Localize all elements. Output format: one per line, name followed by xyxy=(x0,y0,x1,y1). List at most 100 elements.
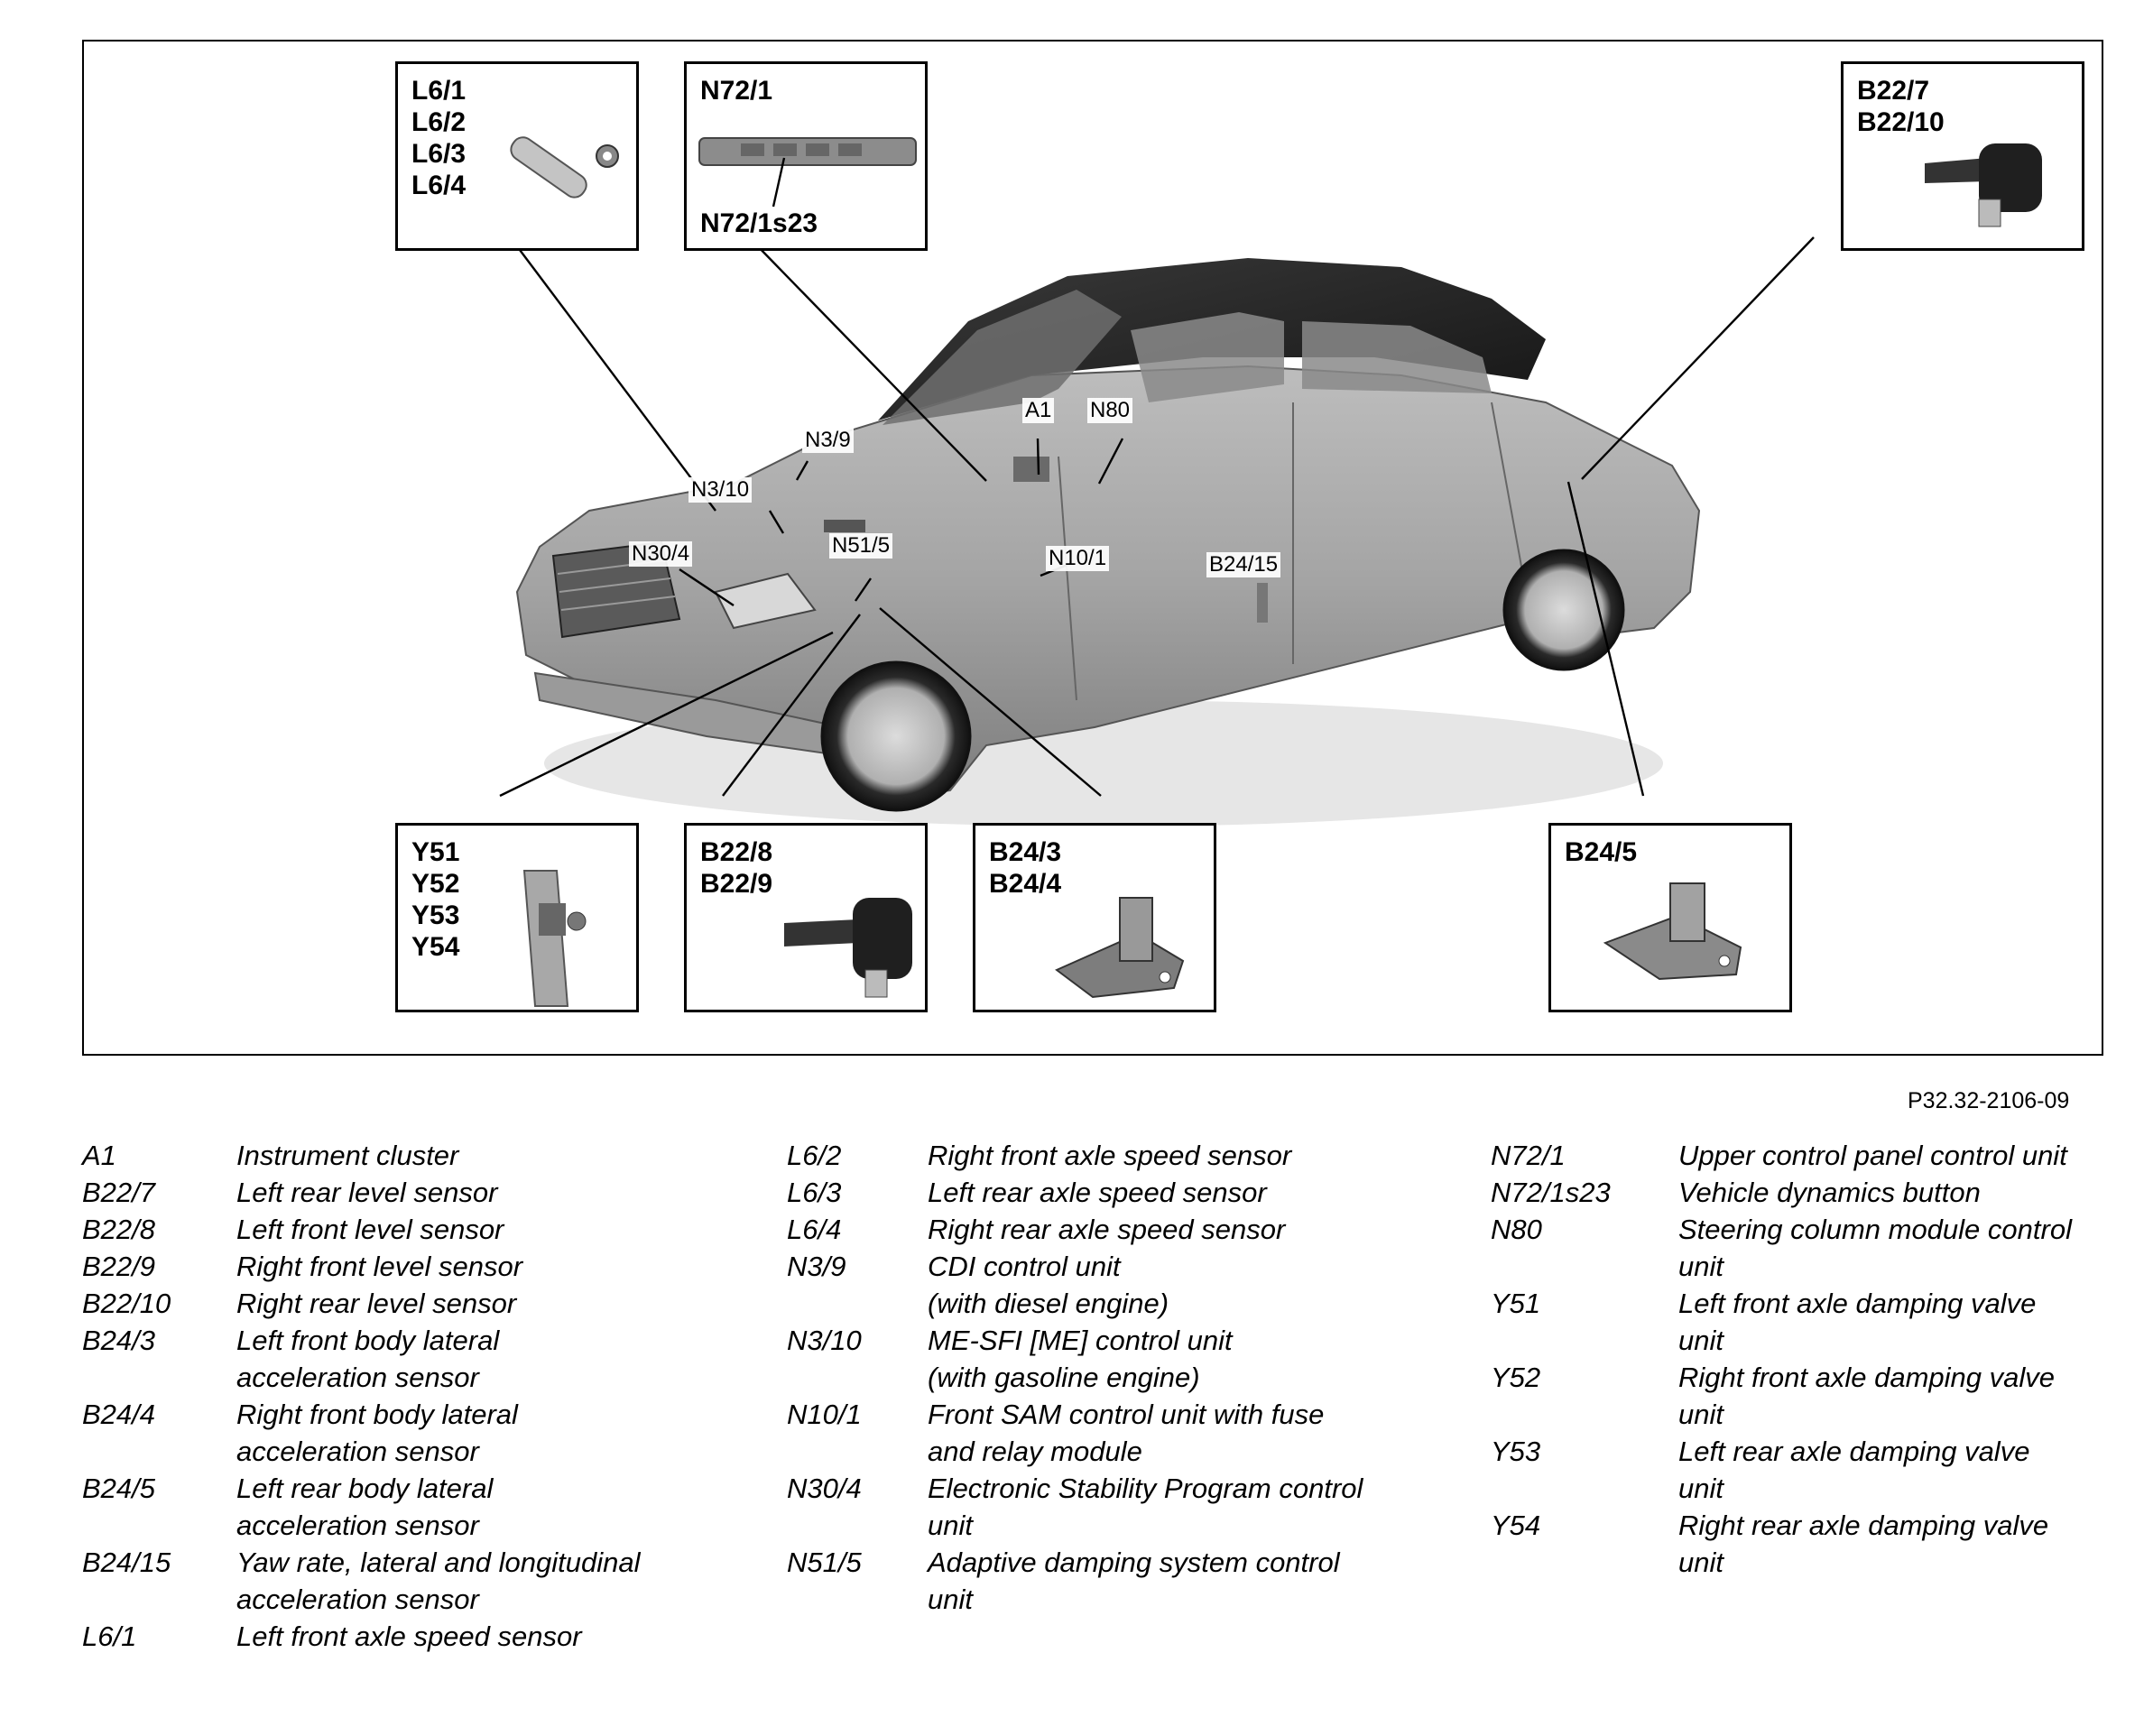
legend-code: Y53 xyxy=(1491,1433,1678,1507)
legend-description-line: unit xyxy=(928,1507,1433,1544)
callout-rear-acceleration-sensor: B24/5 xyxy=(1548,823,1792,1012)
legend-description-line: Right front axle damping valve xyxy=(1678,1359,2112,1396)
legend-code: B22/7 xyxy=(82,1174,236,1211)
legend-description-line: acceleration sensor xyxy=(236,1507,742,1544)
callout-damping-valves: Y51 Y52 Y53 Y54 xyxy=(395,823,639,1012)
legend-code: Y54 xyxy=(1491,1507,1678,1581)
legend-code: B22/9 xyxy=(82,1248,236,1285)
callout-upper-control-panel: N72/1 N72/1s23 xyxy=(684,61,928,251)
legend-description-line: Left rear body lateral xyxy=(236,1470,742,1507)
legend-row: B24/5Left rear body lateralacceleration … xyxy=(82,1470,742,1544)
legend-description-line: (with gasoline engine) xyxy=(928,1359,1433,1396)
label-n3-9: N3/9 xyxy=(802,428,854,453)
legend-code: A1 xyxy=(82,1137,236,1174)
legend-description-line: Right front level sensor xyxy=(236,1248,742,1285)
legend-description-line: unit xyxy=(1678,1322,2112,1359)
legend-code: N72/1 xyxy=(1491,1137,1678,1174)
legend-description-line: Left front axle speed sensor xyxy=(236,1618,742,1655)
legend-description-line: Left front body lateral xyxy=(236,1322,742,1359)
label-b24-15: B24/15 xyxy=(1206,552,1280,577)
legend-description-line: Electronic Stability Program control xyxy=(928,1470,1433,1507)
legend-description-line: and relay module xyxy=(928,1433,1433,1470)
legend-code: B22/8 xyxy=(82,1211,236,1248)
legend-code: N3/9 xyxy=(787,1248,928,1322)
callout-speed-sensors: L6/1 L6/2 L6/3 L6/4 xyxy=(395,61,639,251)
legend-code: L6/1 xyxy=(82,1618,236,1655)
legend-description: Vehicle dynamics button xyxy=(1678,1174,2112,1211)
legend-code: B24/3 xyxy=(82,1322,236,1396)
legend-description-line: Right front axle speed sensor xyxy=(928,1137,1433,1174)
legend-code: Y52 xyxy=(1491,1359,1678,1433)
level-sensor-image xyxy=(1844,64,2087,254)
legend-description-line: Upper control panel control unit xyxy=(1678,1137,2112,1174)
legend-code: B24/5 xyxy=(82,1470,236,1544)
callout-front-level-sensors: B22/8 B22/9 xyxy=(684,823,928,1012)
legend-description: Right front body lateralacceleration sen… xyxy=(236,1396,742,1470)
figure-reference: P32.32-2106-09 xyxy=(1908,1088,2069,1114)
label-n10-1: N10/1 xyxy=(1046,546,1109,571)
legend-description: Right rear level sensor xyxy=(236,1285,742,1322)
legend-row: Y54Right rear axle damping valveunit xyxy=(1491,1507,2112,1581)
legend-description-line: acceleration sensor xyxy=(236,1433,742,1470)
legend-description-line: Front SAM control unit with fuse xyxy=(928,1396,1433,1433)
legend-code: N51/5 xyxy=(787,1544,928,1618)
legend-code: Y51 xyxy=(1491,1285,1678,1359)
legend-description-line: (with diesel engine) xyxy=(928,1285,1433,1322)
legend-description-line: Steering column module control xyxy=(1678,1211,2112,1248)
legend-description: Left rear axle speed sensor xyxy=(928,1174,1433,1211)
legend-code: N72/1s23 xyxy=(1491,1174,1678,1211)
label-n30-4: N30/4 xyxy=(629,541,692,567)
legend-code: N3/10 xyxy=(787,1322,928,1396)
level-sensor-image xyxy=(687,826,930,1015)
legend-code: L6/3 xyxy=(787,1174,928,1211)
legend-description-line: unit xyxy=(928,1581,1433,1618)
legend-description: Left rear level sensor xyxy=(236,1174,742,1211)
legend-description-line: Left rear axle damping valve xyxy=(1678,1433,2112,1470)
legend-description: Left rear axle damping valveunit xyxy=(1678,1433,2112,1507)
legend-description-line: acceleration sensor xyxy=(236,1581,742,1618)
legend-description-line: Instrument cluster xyxy=(236,1137,742,1174)
label-n3-10: N3/10 xyxy=(688,477,752,503)
legend-description: Left front axle speed sensor xyxy=(236,1618,742,1655)
legend-description: Steering column module controlunit xyxy=(1678,1211,2112,1285)
legend-description-line: Adaptive damping system control xyxy=(928,1544,1433,1581)
legend-description-line: Right rear axle damping valve xyxy=(1678,1507,2112,1544)
legend-row: B22/7Left rear level sensor xyxy=(82,1174,742,1211)
acceleration-sensor-image xyxy=(975,826,1219,1015)
legend-code: N10/1 xyxy=(787,1396,928,1470)
legend-description: CDI control unit(with diesel engine) xyxy=(928,1248,1433,1322)
legend-description: Left front body lateralacceleration sens… xyxy=(236,1322,742,1396)
legend-description: Right rear axle speed sensor xyxy=(928,1211,1433,1248)
legend-description-line: Left front level sensor xyxy=(236,1211,742,1248)
acceleration-sensor-image xyxy=(1551,826,1795,1015)
legend-row: B24/4Right front body lateralacceleratio… xyxy=(82,1396,742,1470)
legend-description-line: unit xyxy=(1678,1396,2112,1433)
legend-row: N80Steering column module controlunit xyxy=(1491,1211,2112,1285)
legend-description: Right front axle speed sensor xyxy=(928,1137,1433,1174)
legend-description-line: acceleration sensor xyxy=(236,1359,742,1396)
front-wheel xyxy=(822,662,970,810)
legend-description-line: ME-SFI [ME] control unit xyxy=(928,1322,1433,1359)
legend-code: B24/4 xyxy=(82,1396,236,1470)
yaw-sensor-part xyxy=(1257,583,1268,623)
callout-sub-code: N72/1s23 xyxy=(700,208,818,239)
instrument-cluster-part xyxy=(1013,457,1049,482)
legend-column-1: A1Instrument clusterB22/7Left rear level… xyxy=(82,1137,742,1655)
callout-front-acceleration-sensors: B24/3 B24/4 xyxy=(973,823,1216,1012)
damping-valve-image xyxy=(398,826,642,1015)
